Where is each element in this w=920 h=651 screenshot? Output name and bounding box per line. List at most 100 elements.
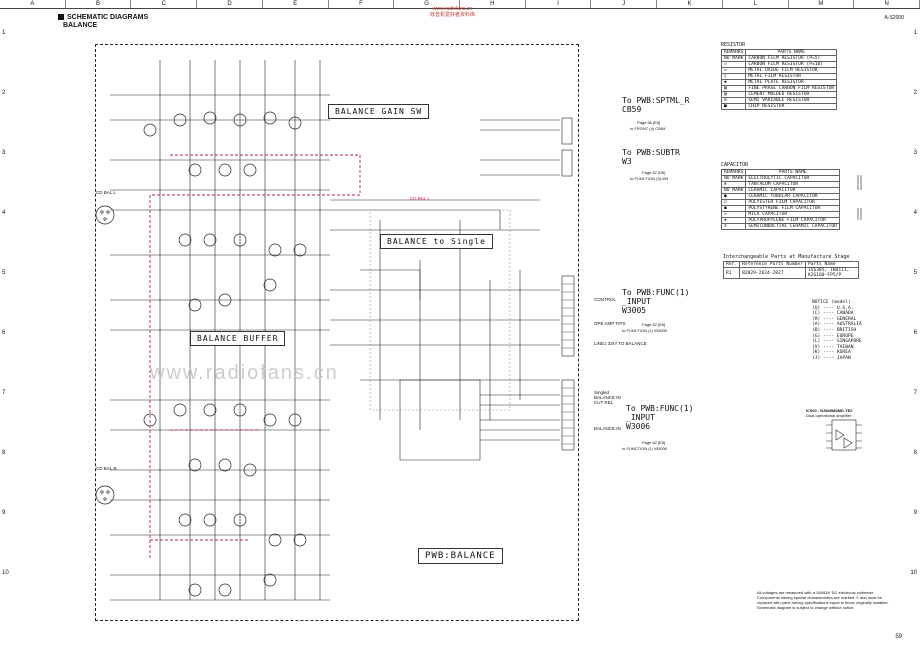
legend-cell: FINE PRASE CARBON FILM RESISTOR bbox=[745, 85, 838, 92]
grid-column-label: K bbox=[657, 0, 723, 8]
table-header: Reference Parts Number bbox=[739, 261, 806, 268]
input-l-label: CD BAL L bbox=[96, 190, 116, 195]
connector-sptml: To PWB:SPTML_R CB59 bbox=[622, 96, 690, 114]
grid-row-label: 5 bbox=[913, 270, 917, 276]
footnote: Components having special characteristic… bbox=[757, 595, 889, 605]
notice-line: (U) ---- U.S.A. bbox=[812, 305, 854, 311]
page-number: 59 bbox=[895, 634, 902, 640]
legend-cell: CARBON FILM RESISTOR (P=10) bbox=[745, 61, 838, 68]
notice-line: (R) ---- GENERAL bbox=[812, 316, 857, 322]
legend-cell: NO MARK bbox=[720, 187, 747, 194]
grid-row-label: 8 bbox=[913, 450, 917, 456]
grid-row-label: 7 bbox=[2, 390, 6, 396]
grid-column-label: M bbox=[789, 0, 855, 8]
notice-line: (K) ---- KOREA bbox=[812, 350, 851, 356]
grid-row-label: 5 bbox=[2, 270, 6, 276]
side-label: LINE1 33V/ TO BALANCE bbox=[594, 341, 647, 346]
interchangeable-title: Interchangeable Parts at Manufacture Sta… bbox=[723, 254, 850, 260]
legend-cell: SEMICONDUCTIVE CERAMIC CAPACITOR bbox=[745, 223, 840, 230]
page-ref-sub: to FUNCTION (1) W3005 bbox=[622, 328, 667, 333]
input-r-label: CD BAL R bbox=[96, 466, 117, 471]
legend-cell: POLYPROPYLENE FILM CAPACITOR bbox=[745, 217, 840, 224]
grid-column-label: J bbox=[591, 0, 658, 8]
block-balance-gain-sw: BALANCE GAIN SW bbox=[328, 104, 430, 119]
legend-header: REMARKS bbox=[720, 49, 747, 56]
legend-mark: ⊙ bbox=[720, 223, 747, 230]
grid-column-label: G bbox=[394, 0, 460, 8]
grid-column-label: B bbox=[66, 0, 132, 8]
grid-row-label: 2 bbox=[913, 90, 917, 96]
legend-cell: NO MARK bbox=[720, 55, 747, 62]
grid-column-label: A bbox=[0, 0, 66, 8]
watermark: www.radiofans.cn bbox=[150, 362, 339, 384]
ic-description: Dual operational amplifier bbox=[806, 413, 852, 418]
legend-cell: NO MARK bbox=[720, 175, 747, 182]
diagram-subtitle: BALANCE bbox=[63, 22, 98, 29]
grid-row-label: 6 bbox=[913, 330, 917, 336]
block-balance-to-single: BALANCE to Single bbox=[380, 234, 493, 249]
grid-row-label: 7 bbox=[913, 390, 917, 396]
side-label: Singled BALANCE IN CUT REL bbox=[594, 390, 621, 405]
page-ref: Page 62 [E5] bbox=[642, 440, 666, 445]
notice-line: (V) ---- TAIWAN bbox=[812, 344, 854, 350]
grid-row-label: 1 bbox=[2, 30, 6, 36]
grid-row-label: 3 bbox=[913, 150, 917, 156]
connector-subtr: To PWB:SUBTR W3 bbox=[622, 148, 680, 166]
grid-row-label: 4 bbox=[913, 210, 917, 216]
model-number: A-S2000 bbox=[884, 15, 904, 21]
page-ref: Page 66 [E8] bbox=[637, 120, 661, 125]
grid-column-label: I bbox=[526, 0, 592, 8]
footnote: Schematic diagram is subject to change w… bbox=[757, 605, 855, 610]
notice-line: (A) ---- AUSTRALIA bbox=[812, 322, 862, 328]
side-label: CONTROL bbox=[594, 297, 617, 302]
page-ref-sub: to FUNCTION (1) W3006 bbox=[622, 446, 667, 451]
side-label: OPE AMP TIPS bbox=[594, 321, 626, 326]
table-cell: 1SS385, 1N4111, K2G160-FP5/P bbox=[804, 267, 859, 279]
side-label: BALANCE IN bbox=[594, 426, 621, 431]
grid-column-label: D bbox=[197, 0, 263, 8]
page-ref: Page 62 [D6] bbox=[642, 170, 666, 175]
grid-row-label: 8 bbox=[2, 450, 6, 456]
legend-title: RESISTOR bbox=[721, 42, 746, 48]
block-balance-buffer: BALANCE BUFFER bbox=[190, 331, 286, 346]
page-ref-sub: to FRONT (4) CB69 bbox=[630, 126, 666, 131]
connector-w3005: To PWB:FUNC(1) _INPUT W3005 bbox=[622, 288, 690, 315]
notice-line: (L) ---- SINGAPORE bbox=[812, 339, 862, 345]
grid-row-label: 1 bbox=[913, 30, 917, 36]
interchangeable-parts: Interchangeable Parts at Manufacture Sta… bbox=[722, 254, 859, 279]
board-title: PWB:BALANCE bbox=[418, 548, 503, 564]
grid-row-label: 2 bbox=[2, 90, 6, 96]
legend-title: CAPACITOR bbox=[721, 162, 749, 168]
net-label: CD BAL L bbox=[410, 196, 430, 201]
square-bullet-icon bbox=[58, 14, 64, 20]
footnote: All voltages are measured with a 10MΩ/V … bbox=[757, 590, 875, 595]
legend-header: REMARKS bbox=[720, 169, 747, 176]
grid-row-label: 3 bbox=[2, 150, 6, 156]
notice-title: NOTICE (model) bbox=[812, 300, 851, 305]
ic-part-number: IC000 : NJM4580MD-TE2 bbox=[806, 408, 853, 413]
grid-column-label: L bbox=[723, 0, 789, 8]
grid-row-label: 10 bbox=[2, 570, 9, 576]
grid-column-label: F bbox=[329, 0, 395, 8]
grid-row-label: 4 bbox=[2, 210, 6, 216]
page-ref-sub: to FUNCTION (3) W3 bbox=[630, 176, 669, 181]
grid-row-label: 6 bbox=[2, 330, 6, 336]
grid-column-label: E bbox=[263, 0, 329, 8]
grid-column-label: H bbox=[460, 0, 526, 8]
legend-cell: CHIP RESISTOR bbox=[745, 103, 838, 110]
notice-line: (B) ---- BRITISH bbox=[812, 327, 857, 333]
grid-row-label: 9 bbox=[2, 510, 6, 516]
table-cell: R1 bbox=[722, 267, 741, 279]
grid-column-label: C bbox=[131, 0, 198, 8]
footnotes: All voltages are measured with a 10MΩ/V … bbox=[757, 590, 897, 610]
section-title: SCHEMATIC DIAGRAMS bbox=[58, 14, 148, 21]
ic-caption: IC000 : NJM4580MD-TE2 Dual operational a… bbox=[806, 408, 852, 418]
notice-line: (C) ---- CANADA bbox=[812, 311, 854, 317]
